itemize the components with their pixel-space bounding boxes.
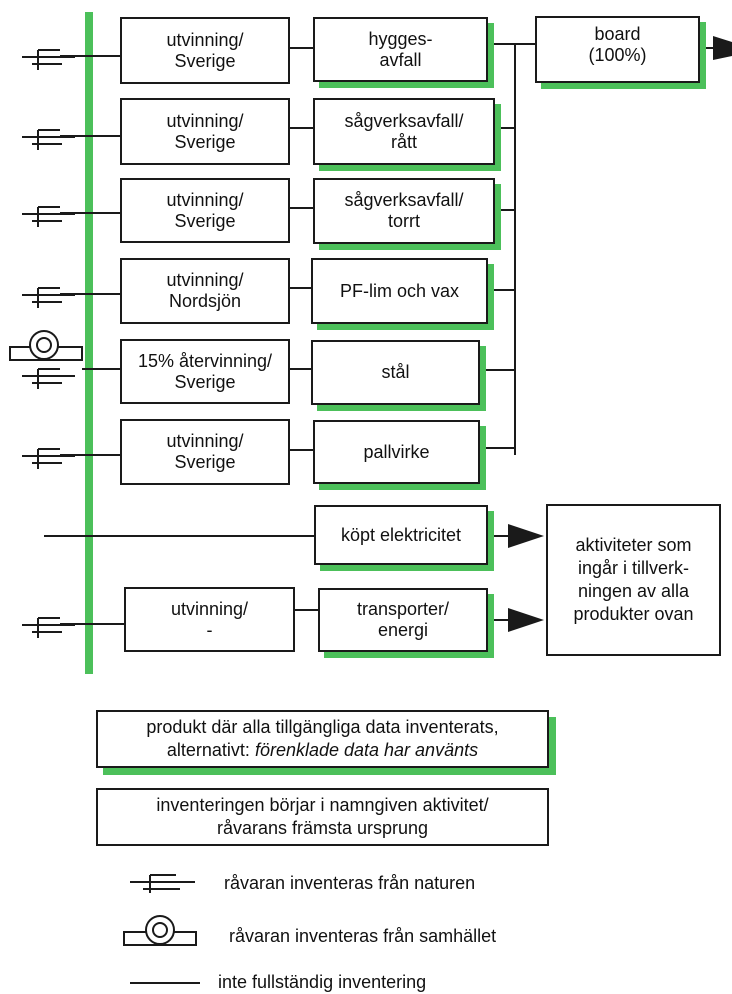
activities-label: aktiviteter som: [575, 535, 692, 555]
source-label: Nordsjön: [168, 291, 242, 311]
material-box: hygges-avfall: [313, 17, 488, 82]
material-label: PF-lim och vax: [339, 280, 460, 301]
material-box: stål: [311, 340, 480, 405]
material-label: rått: [390, 131, 417, 152]
source-box: utvinning/Sverige: [120, 419, 290, 485]
nature-ground-icon: [22, 206, 75, 227]
material-label: torrt: [387, 211, 420, 231]
source-label: utvinning/: [166, 270, 244, 290]
legend-nature-label: råvaran inventeras från naturen: [224, 873, 476, 893]
legend-product-line: produkt där alla tillgängliga data inven…: [146, 717, 499, 737]
source-label: Sverige: [174, 210, 236, 231]
material-box: transporter/energi: [318, 588, 488, 652]
legend-product-italic: förenklade data har använts: [254, 740, 479, 760]
activities-label: ingår i tillverk-: [577, 558, 690, 578]
activities-label: ningen av alla: [577, 581, 690, 601]
society-recycling-icon: [9, 330, 83, 361]
legend-start-line: inventeringen börjar i namngiven aktivit…: [156, 795, 489, 815]
material-box: pallvirke: [313, 420, 480, 484]
legend-product-prefix: alternativt:: [166, 740, 255, 760]
material-label: sågverksavfall/: [344, 190, 464, 210]
legend-society-icon: [123, 915, 197, 946]
source-box: utvinning/-: [124, 587, 295, 652]
arrow-icon: [713, 36, 732, 60]
board-label: board: [594, 24, 641, 44]
source-box: utvinning/Sverige: [120, 17, 290, 84]
legend-product-line: alternativt: förenklade data har använts: [98, 739, 547, 762]
source-box: utvinning/Sverige: [120, 98, 290, 165]
source-box: 15% återvinning/Sverige: [120, 339, 290, 404]
material-box: sågverksavfall/rått: [313, 98, 495, 165]
legend-nature-icon: [130, 874, 195, 893]
legend-start-line: råvarans främsta ursprung: [216, 818, 429, 838]
source-box: utvinning/Sverige: [120, 178, 290, 243]
material-label: energi: [377, 620, 429, 640]
source-label: -: [206, 619, 213, 640]
nature-ground-icon: [22, 617, 75, 638]
activities-label: produkter ovan: [573, 604, 694, 624]
source-label: Sverige: [174, 371, 236, 392]
material-box: PF-lim och vax: [311, 258, 488, 324]
material-box: sågverksavfall/torrt: [313, 178, 495, 244]
legend-start-box: inventeringen börjar i namngiven aktivit…: [96, 788, 549, 846]
arrow-icon: [508, 524, 544, 548]
legend-society-label: råvaran inventeras från samhället: [229, 926, 497, 946]
material-label: pallvirke: [363, 441, 430, 462]
nature-ground-icon: [22, 368, 75, 389]
material-label: avfall: [379, 49, 422, 70]
material-box: köpt elektricitet: [314, 505, 488, 565]
nature-ground-icon: [22, 129, 75, 150]
material-label: transporter/: [356, 599, 450, 619]
legend-incomplete-label: inte fullständig inventering: [218, 972, 427, 992]
nature-ground-icon: [22, 287, 75, 308]
source-box: utvinning/Nordsjön: [120, 258, 290, 324]
source-label: Sverige: [174, 50, 236, 71]
activities-box: aktiviteter som ingår i tillverk- ningen…: [546, 504, 721, 656]
board-box: board(100%): [535, 16, 700, 83]
source-label: utvinning/: [166, 189, 244, 210]
source-label: Sverige: [174, 452, 236, 472]
source-label: 15% återvinning/: [137, 350, 273, 371]
source-label: utvinning/: [166, 29, 244, 50]
board-label: (100%): [588, 45, 647, 65]
source-label: utvinning/: [166, 431, 244, 451]
arrow-icon: [508, 608, 544, 632]
source-label: utvinning/: [170, 598, 249, 619]
material-label: hygges-: [368, 28, 433, 49]
source-label: utvinning/: [166, 110, 244, 131]
nature-ground-icon: [22, 49, 75, 70]
legend-product-box: produkt där alla tillgängliga data inven…: [96, 710, 549, 768]
material-label: köpt elektricitet: [340, 524, 462, 545]
material-label: stål: [381, 362, 410, 382]
source-label: Sverige: [174, 131, 236, 152]
nature-ground-icon: [22, 448, 75, 469]
material-label: sågverksavfall/: [344, 110, 464, 131]
